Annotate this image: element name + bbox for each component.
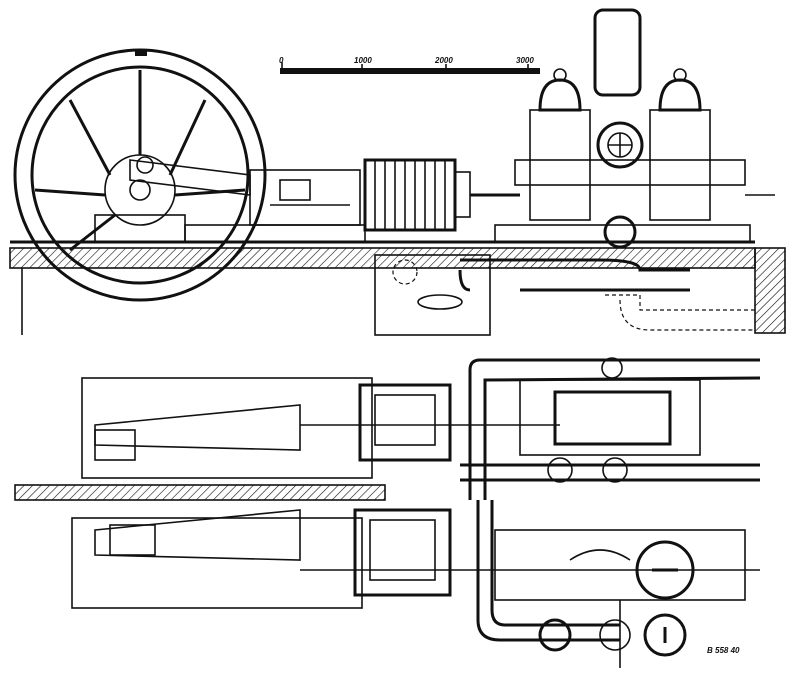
floor-section (9, 247, 756, 269)
scale-tick-0: 0 (279, 56, 284, 65)
pump-unit (458, 8, 775, 292)
scale-tick-3000: 3000 (516, 56, 534, 65)
plan-view: B 558 40 (14, 357, 761, 668)
scale-tick-2000: 2000 (434, 56, 453, 65)
scale-bar: 0 1000 2000 3000 (279, 56, 540, 74)
scale-tick-1000: 1000 (354, 56, 372, 65)
electric-motor (363, 158, 520, 232)
air-vessel (593, 8, 642, 97)
flywheel-rim-plan (14, 484, 386, 501)
reference-number: B 558 40 (707, 646, 740, 655)
elevation-view (9, 8, 786, 336)
floor-pit (374, 254, 491, 336)
